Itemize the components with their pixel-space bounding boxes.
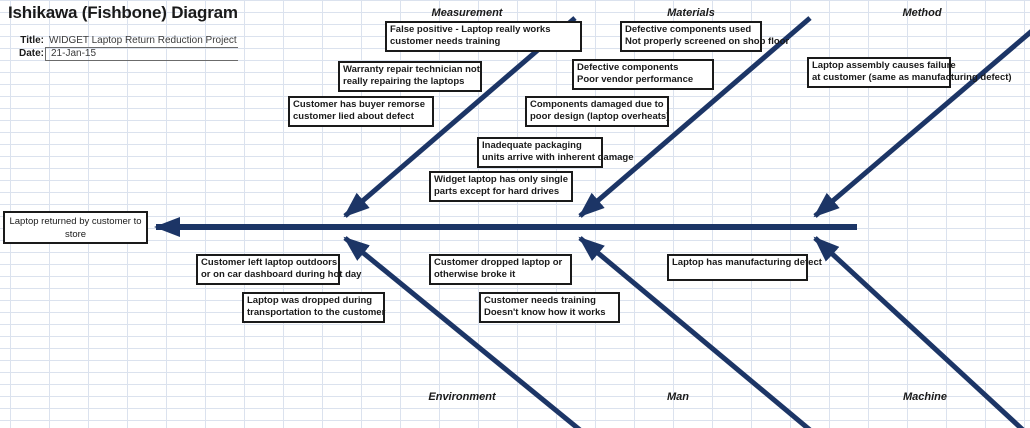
date-field-underline [45, 60, 238, 61]
category-label-materials: Materials [667, 7, 715, 19]
cause-text: Doesn't know how it works [484, 307, 606, 318]
cause-text: Laptop has manufacturing defect [672, 257, 822, 268]
category-label-machine: Machine [902, 391, 948, 403]
cause-text: otherwise broke it [434, 269, 516, 280]
cause-text: customer lied about defect [293, 111, 414, 122]
category-label-environment: Environment [428, 391, 496, 403]
cause-text: Defective components used [625, 24, 752, 35]
date-field-left-border [45, 48, 46, 60]
category-label-man: Man [667, 391, 689, 403]
cause-text: Laptop was dropped during [247, 295, 373, 306]
cause-text: Warranty repair technician not [343, 64, 480, 75]
cause-text: Customer needs training [484, 295, 596, 306]
bone-materials [578, 16, 812, 218]
cause-text: really repairing the laptops [343, 76, 465, 87]
cause-box-customer-left-outdoors[interactable]: Customer left laptop outdoors or on car … [196, 254, 362, 285]
title-field-underline [45, 47, 238, 48]
cause-box-laptop-dropped-transport[interactable]: Laptop was dropped during transportation… [242, 292, 385, 323]
cause-text: customer needs training [390, 36, 501, 47]
cause-box-laptop-assembly[interactable]: Laptop assembly causes failure at custom… [807, 57, 1012, 88]
cause-box-false-positive[interactable]: False positive - Laptop really works cus… [385, 21, 582, 52]
cause-box-customer-needs-training[interactable]: Customer needs training Doesn't know how… [479, 292, 620, 323]
cause-box-widget-single-parts[interactable]: Widget laptop has only single parts exce… [429, 171, 573, 202]
cause-text: Customer dropped laptop or [434, 257, 563, 268]
cause-text: Laptop assembly causes failure [812, 60, 956, 71]
cause-text: Customer has buyer remorse [293, 99, 425, 110]
cause-text: transportation to the customer [247, 307, 386, 318]
cause-box-buyer-remorse[interactable]: Customer has buyer remorse customer lied… [288, 96, 434, 127]
cause-text: Not properly screened on shop floor [625, 36, 790, 47]
cause-text: Defective components [577, 62, 679, 73]
cause-box-customer-dropped[interactable]: Customer dropped laptop or otherwise bro… [429, 254, 572, 285]
bone-environment [343, 236, 582, 428]
cause-text: parts except for hard drives [434, 186, 560, 197]
cause-text: poor design (laptop overheats) [530, 111, 670, 122]
title-field-label: Title: [20, 35, 44, 46]
cause-text: units arrive with inherent damage [482, 152, 634, 163]
category-label-measurement: Measurement [431, 7, 503, 19]
date-field-label: Date: [18, 48, 44, 59]
effect-box[interactable]: Laptop returned by customer to store [3, 211, 148, 244]
cause-box-components-damaged[interactable]: Components damaged due to poor design (l… [525, 96, 669, 127]
cause-text: Inadequate packaging [482, 140, 582, 151]
cause-box-inadequate-packaging[interactable]: Inadequate packaging units arrive with i… [477, 137, 634, 168]
cause-text: False positive - Laptop really works [390, 24, 551, 35]
cause-text: at customer (same as manufacturing defec… [812, 72, 1012, 83]
title-field-value[interactable]: WIDGET Laptop Return Reduction Project [49, 35, 237, 46]
bone-man [578, 236, 812, 428]
cause-box-warranty-repair[interactable]: Warranty repair technician not really re… [338, 61, 482, 92]
cause-text: Poor vendor performance [577, 74, 694, 85]
category-label-method: Method [902, 7, 942, 19]
cause-box-defective-components[interactable]: Defective components Poor vendor perform… [572, 59, 714, 90]
date-field-value[interactable]: 21-Jan-15 [51, 48, 97, 59]
bone-method [813, 29, 1030, 218]
cause-text: Components damaged due to [530, 99, 664, 110]
cause-box-defective-components-used[interactable]: Defective components used Not properly s… [620, 21, 790, 52]
cause-text: or on car dashboard during hot day [201, 269, 362, 280]
cause-text: Widget laptop has only single [434, 174, 568, 185]
cause-text: Customer left laptop outdoors [201, 257, 338, 268]
cause-box-manufacturing-defect[interactable]: Laptop has manufacturing defect [667, 254, 822, 281]
page-title: Ishikawa (Fishbone) Diagram [8, 3, 238, 22]
bone-machine [813, 236, 1025, 428]
